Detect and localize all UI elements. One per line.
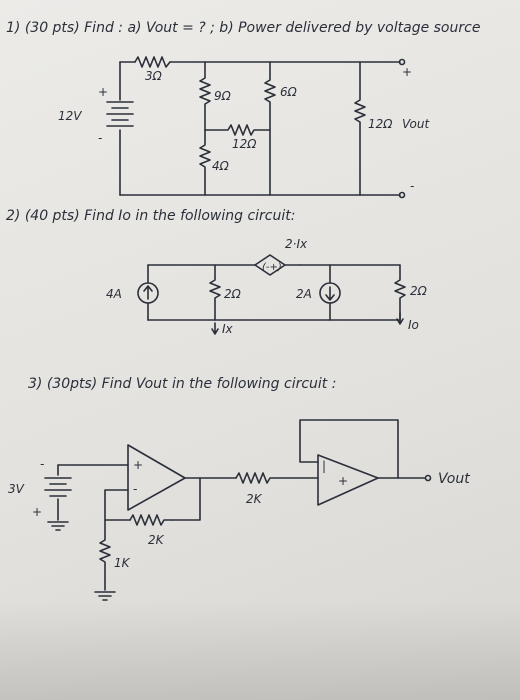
c3-buffer-feedback-wire [299,419,399,479]
c2-4a-arrow-icon [143,285,153,300]
c2-ix-arrow-icon [211,322,219,335]
c1-r12b-resistor [204,124,271,136]
c3-opamp2 [317,454,379,506]
c2-2a-label: 2A [296,287,312,301]
c3-ground2-icon [94,591,116,601]
c3-r2k-fb-label: 2K [148,533,165,547]
c3-src-plus: + [32,505,42,519]
c3-r2k-series-label: 2K [246,492,263,506]
c2-ix-label: Ix [222,322,234,336]
c1-src-minus: - [98,131,102,145]
c2-2a-source [319,282,341,304]
c3-ground-icon [47,521,69,531]
c2-r2a-resistor [209,264,221,321]
c2-4a-source [137,282,159,304]
c2-io-label: Io [408,318,419,332]
c1-vout-plus: + [402,65,412,79]
c1-vout-minus: - [410,179,414,193]
problem2-heading: 2) (40 pts) Find Io in the following cir… [6,208,295,224]
problem1-heading: 1) (30 pts) Find : a) Vout = ? ; b) Powe… [6,20,480,36]
c1-r12a-label: 12Ω [368,117,393,131]
c3-src-minus: - [40,457,44,471]
c1-r12b-label: 12Ω [232,137,257,151]
c3-vout-terminal [424,474,432,482]
c3-feedback-wire [104,477,201,521]
c3-source-label: 3V [8,482,25,496]
circuit1: 3Ω + + - 12V - Vout 9Ω 12Ω 4Ω 6Ω 12Ω [58,56,430,199]
c3-opamp1-minus: - [133,482,137,496]
c2-r2a-label: 2Ω [224,287,242,301]
circuit2: 2·Ix (-+) 4A 2Ω Ix 2A 2Ω Io [106,237,428,336]
page-shadow [0,600,520,700]
c3-opamp1 [127,444,186,511]
c2-r2b-resistor [394,264,406,321]
c1-vout-label: Vout [402,117,430,131]
problem3-heading: 3) (30pts) Find Vout in the following ci… [28,376,336,392]
c2-dep-source-label: 2·Ix [285,237,308,251]
c1-r9-resistor [199,61,211,131]
c1-r4-resistor [199,129,211,196]
c1-r6-resistor [264,61,276,196]
c1-r6-label: 6Ω [280,85,298,99]
c1-r3-label: 3Ω [145,69,163,83]
c3-opamp2-minus: | [322,459,326,473]
c2-io-arrow-icon [396,312,404,325]
c3-battery [44,464,72,521]
c1-r9-label: 9Ω [214,89,232,103]
c3-opamp1-plus: + [133,458,143,472]
c3-r2k-series-resistor [235,472,319,484]
c2-dependent-source [254,254,301,276]
c1-r4-label: 4Ω [212,159,230,173]
c1-r3-resistor [134,56,171,68]
c1-source-label: 12V [58,109,82,123]
c3-r1k-resistor [99,519,111,591]
c1-battery [106,101,134,127]
c1-vout-top-terminal [398,58,406,66]
c3-r2k-feedback-resistor [129,514,173,526]
c2-r2b-label: 2Ω [410,284,428,298]
c2-2a-arrow-icon [325,286,335,301]
c2-4a-label: 4A [106,287,122,301]
circuit3: 3V - + + - 2K 1K 2K + | Vout [8,419,470,601]
c1-vout-bottom-terminal [398,191,406,199]
c3-opamp2-plus: + [338,474,348,488]
c3-r1k-label: 1K [114,556,131,570]
c1-src-plus: + [98,85,108,99]
c3-vout-label: Vout [438,471,470,487]
c2-dep-source-sign: (-+) [262,262,282,273]
c1-r12a-resistor [354,61,366,196]
